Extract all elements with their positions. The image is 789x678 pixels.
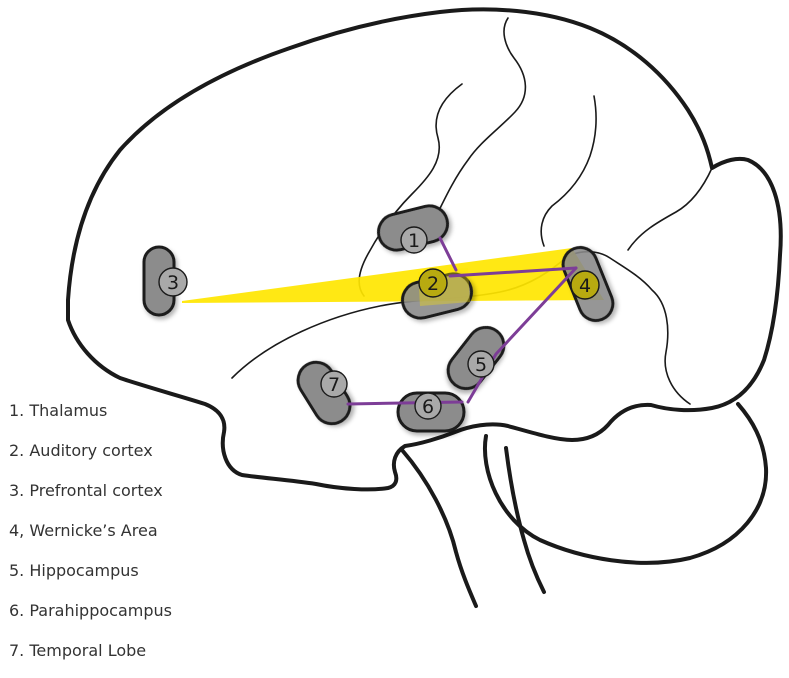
legend-item-temporal-lobe: 7. Temporal Lobe <box>9 638 172 678</box>
central-sulcus <box>428 18 525 232</box>
precentral-sulcus <box>359 84 462 296</box>
svg-text:7: 7 <box>328 374 340 396</box>
svg-text:2: 2 <box>427 273 439 295</box>
marker-6: 6 <box>415 393 441 419</box>
svg-text:5: 5 <box>475 354 487 376</box>
legend-item-prefrontal-cortex: 3. Prefrontal cortex <box>9 478 172 518</box>
svg-text:1: 1 <box>408 230 420 252</box>
brainstem-outline <box>402 450 476 606</box>
parieto-occipital-sulcus <box>628 168 712 250</box>
svg-text:3: 3 <box>167 272 179 294</box>
marker-2: 2 <box>419 269 447 297</box>
legend-item-wernickes-area: 4, Wernicke’s Area <box>9 518 172 558</box>
marker-5: 5 <box>468 351 494 377</box>
legend-item-auditory-cortex: 2. Auditory cortex <box>9 438 172 478</box>
svg-text:4: 4 <box>579 275 591 297</box>
marker-4: 4 <box>571 271 599 299</box>
connection-parahippocampus-temporal <box>348 402 462 404</box>
legend-item-parahippocampus: 6. Parahippocampus <box>9 598 172 638</box>
svg-text:6: 6 <box>422 396 434 418</box>
marker-3: 3 <box>159 268 187 296</box>
marker-1: 1 <box>401 227 427 253</box>
legend-item-hippocampus: 5. Hippocampus <box>9 558 172 598</box>
legend: 1. Thalamus 2. Auditory cortex 3. Prefro… <box>9 398 172 678</box>
postcentral-sulcus <box>541 96 596 246</box>
signal-beam <box>182 248 604 303</box>
legend-item-thalamus: 1. Thalamus <box>9 398 172 438</box>
cerebellum-outline <box>485 404 766 563</box>
marker-7: 7 <box>321 371 347 397</box>
